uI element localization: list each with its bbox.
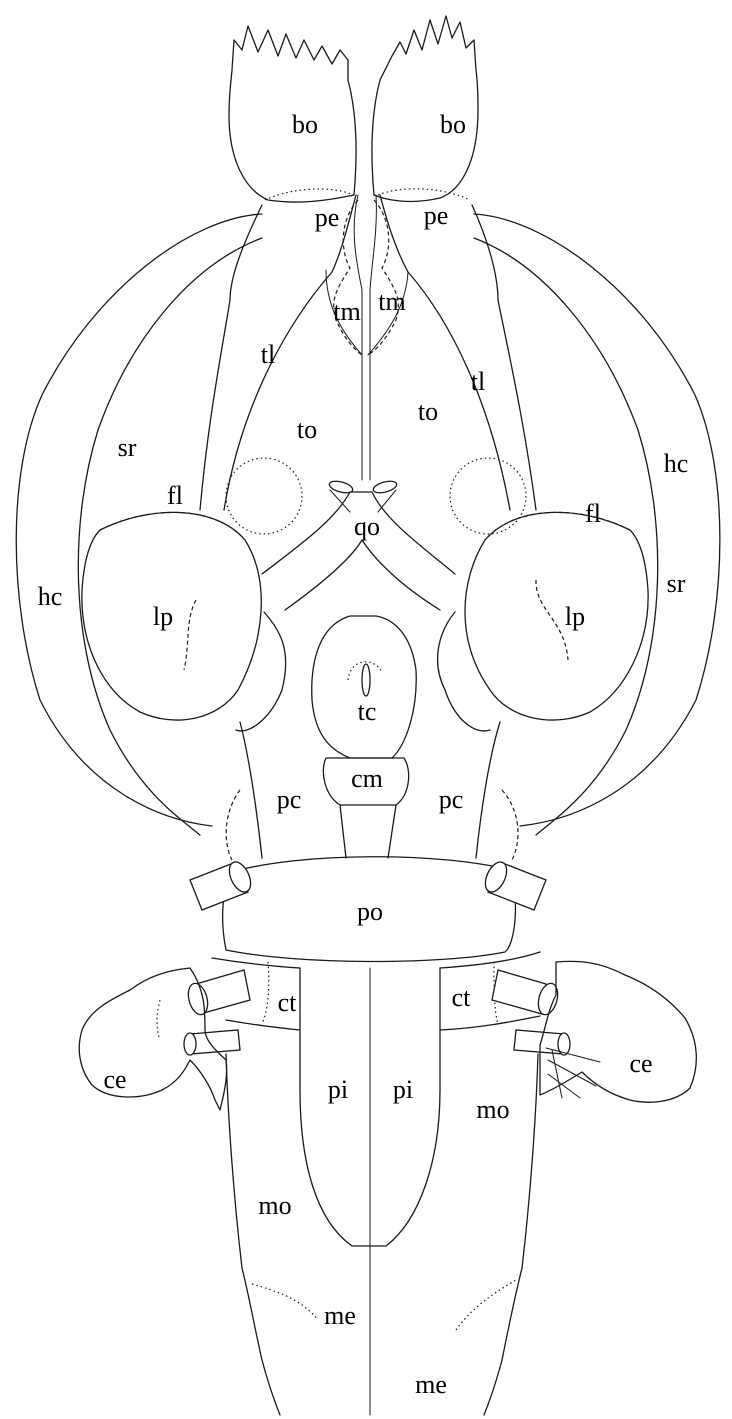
- label-tl-right: tl: [471, 367, 485, 396]
- optic-lobe-right-fold: [536, 580, 568, 660]
- label-hc-left: hc: [38, 582, 63, 611]
- pc-left-dotted: [226, 790, 240, 860]
- nerve-low-left: [190, 1030, 240, 1054]
- cm-stem: [340, 805, 396, 858]
- cerebellum-right-fan: [546, 1048, 600, 1098]
- bulb-right-dotted: [378, 189, 470, 200]
- label-po: po: [357, 897, 383, 926]
- pc-right-line: [476, 722, 500, 858]
- label-to-right: to: [418, 397, 438, 426]
- ct-left-dotted: [262, 962, 269, 1024]
- label-ct-left: ct: [278, 988, 298, 1017]
- label-to-left: to: [297, 415, 317, 444]
- label-tl-left: tl: [261, 340, 275, 369]
- lp-right-side-oval: [438, 612, 490, 731]
- label-ct-right: ct: [452, 983, 472, 1012]
- optic-lobe-left-fold: [184, 600, 196, 670]
- tc-slit: [362, 664, 370, 696]
- label-tm-right: tm: [378, 287, 405, 316]
- to-left-dotted-circle: [226, 458, 302, 534]
- label-pi-left: pi: [328, 1075, 348, 1104]
- pc-right-dotted: [502, 790, 518, 860]
- ct-band: [212, 952, 540, 1030]
- label-me-left: me: [324, 1301, 356, 1330]
- label-pi-right: pi: [393, 1075, 413, 1104]
- mo-right-dotted: [456, 1280, 516, 1330]
- label-bo-right: bo: [440, 110, 466, 139]
- left-hemisphere-inner: [78, 238, 262, 835]
- left-hemisphere-capsule: [16, 214, 262, 826]
- optic-lobe-right: [465, 512, 648, 720]
- label-me-right: me: [415, 1370, 447, 1399]
- label-ce-left: ce: [103, 1065, 126, 1094]
- to-right-dotted-circle: [450, 458, 526, 534]
- midline-left: [354, 195, 362, 480]
- label-qo: qo: [354, 512, 380, 541]
- label-mo-right: mo: [476, 1095, 509, 1124]
- right-hemisphere-inner: [474, 238, 658, 835]
- label-ce-right: ce: [629, 1049, 652, 1078]
- optic-chiasm: [262, 492, 455, 610]
- label-tm-left: tm: [333, 297, 360, 326]
- label-mo-left: mo: [258, 1191, 291, 1220]
- label-lp-right: lp: [565, 602, 585, 631]
- midline-right: [370, 195, 376, 480]
- nerve-mid-right: [492, 970, 546, 1014]
- label-sr-right: sr: [667, 569, 686, 598]
- label-lp-left: lp: [153, 602, 173, 631]
- peduncle-right-outer: [472, 205, 536, 510]
- tuber-cinereum: [312, 616, 416, 758]
- lp-left-side-oval: [236, 612, 286, 731]
- peduncle-right-inner: [380, 195, 510, 510]
- tm-right-dotted: [368, 200, 398, 355]
- mo-left-dotted: [252, 1284, 318, 1320]
- optic-nerve-stems: [330, 490, 396, 512]
- label-hc-right: hc: [664, 449, 689, 478]
- medulla-left-outer: [226, 1054, 280, 1415]
- cerebellum-right: [540, 961, 696, 1102]
- peduncle-left-outer: [200, 205, 262, 510]
- nerve-low-left-end: [184, 1033, 196, 1055]
- optic-lobe-left-dash: [100, 512, 245, 540]
- peduncle-left-inner: [224, 195, 356, 510]
- label-pc-right: pc: [439, 785, 464, 814]
- label-bo-left: bo: [292, 110, 318, 139]
- label-pc-left: pc: [277, 785, 302, 814]
- cerebellum-left-dot: [157, 1000, 160, 1040]
- label-fl-left: fl: [167, 481, 183, 510]
- olfactory-bulb-right: [372, 16, 478, 201]
- label-pe-left: pe: [315, 203, 340, 232]
- optic-lobe-right-dash: [485, 512, 630, 540]
- pc-left-line: [240, 722, 262, 858]
- label-cm: cm: [351, 764, 383, 793]
- label-fl-right: fl: [585, 499, 601, 528]
- label-pe-right: pe: [424, 201, 449, 230]
- label-tc: tc: [358, 697, 377, 726]
- label-sr-left: sr: [118, 433, 137, 462]
- bulb-left-dotted: [265, 189, 354, 200]
